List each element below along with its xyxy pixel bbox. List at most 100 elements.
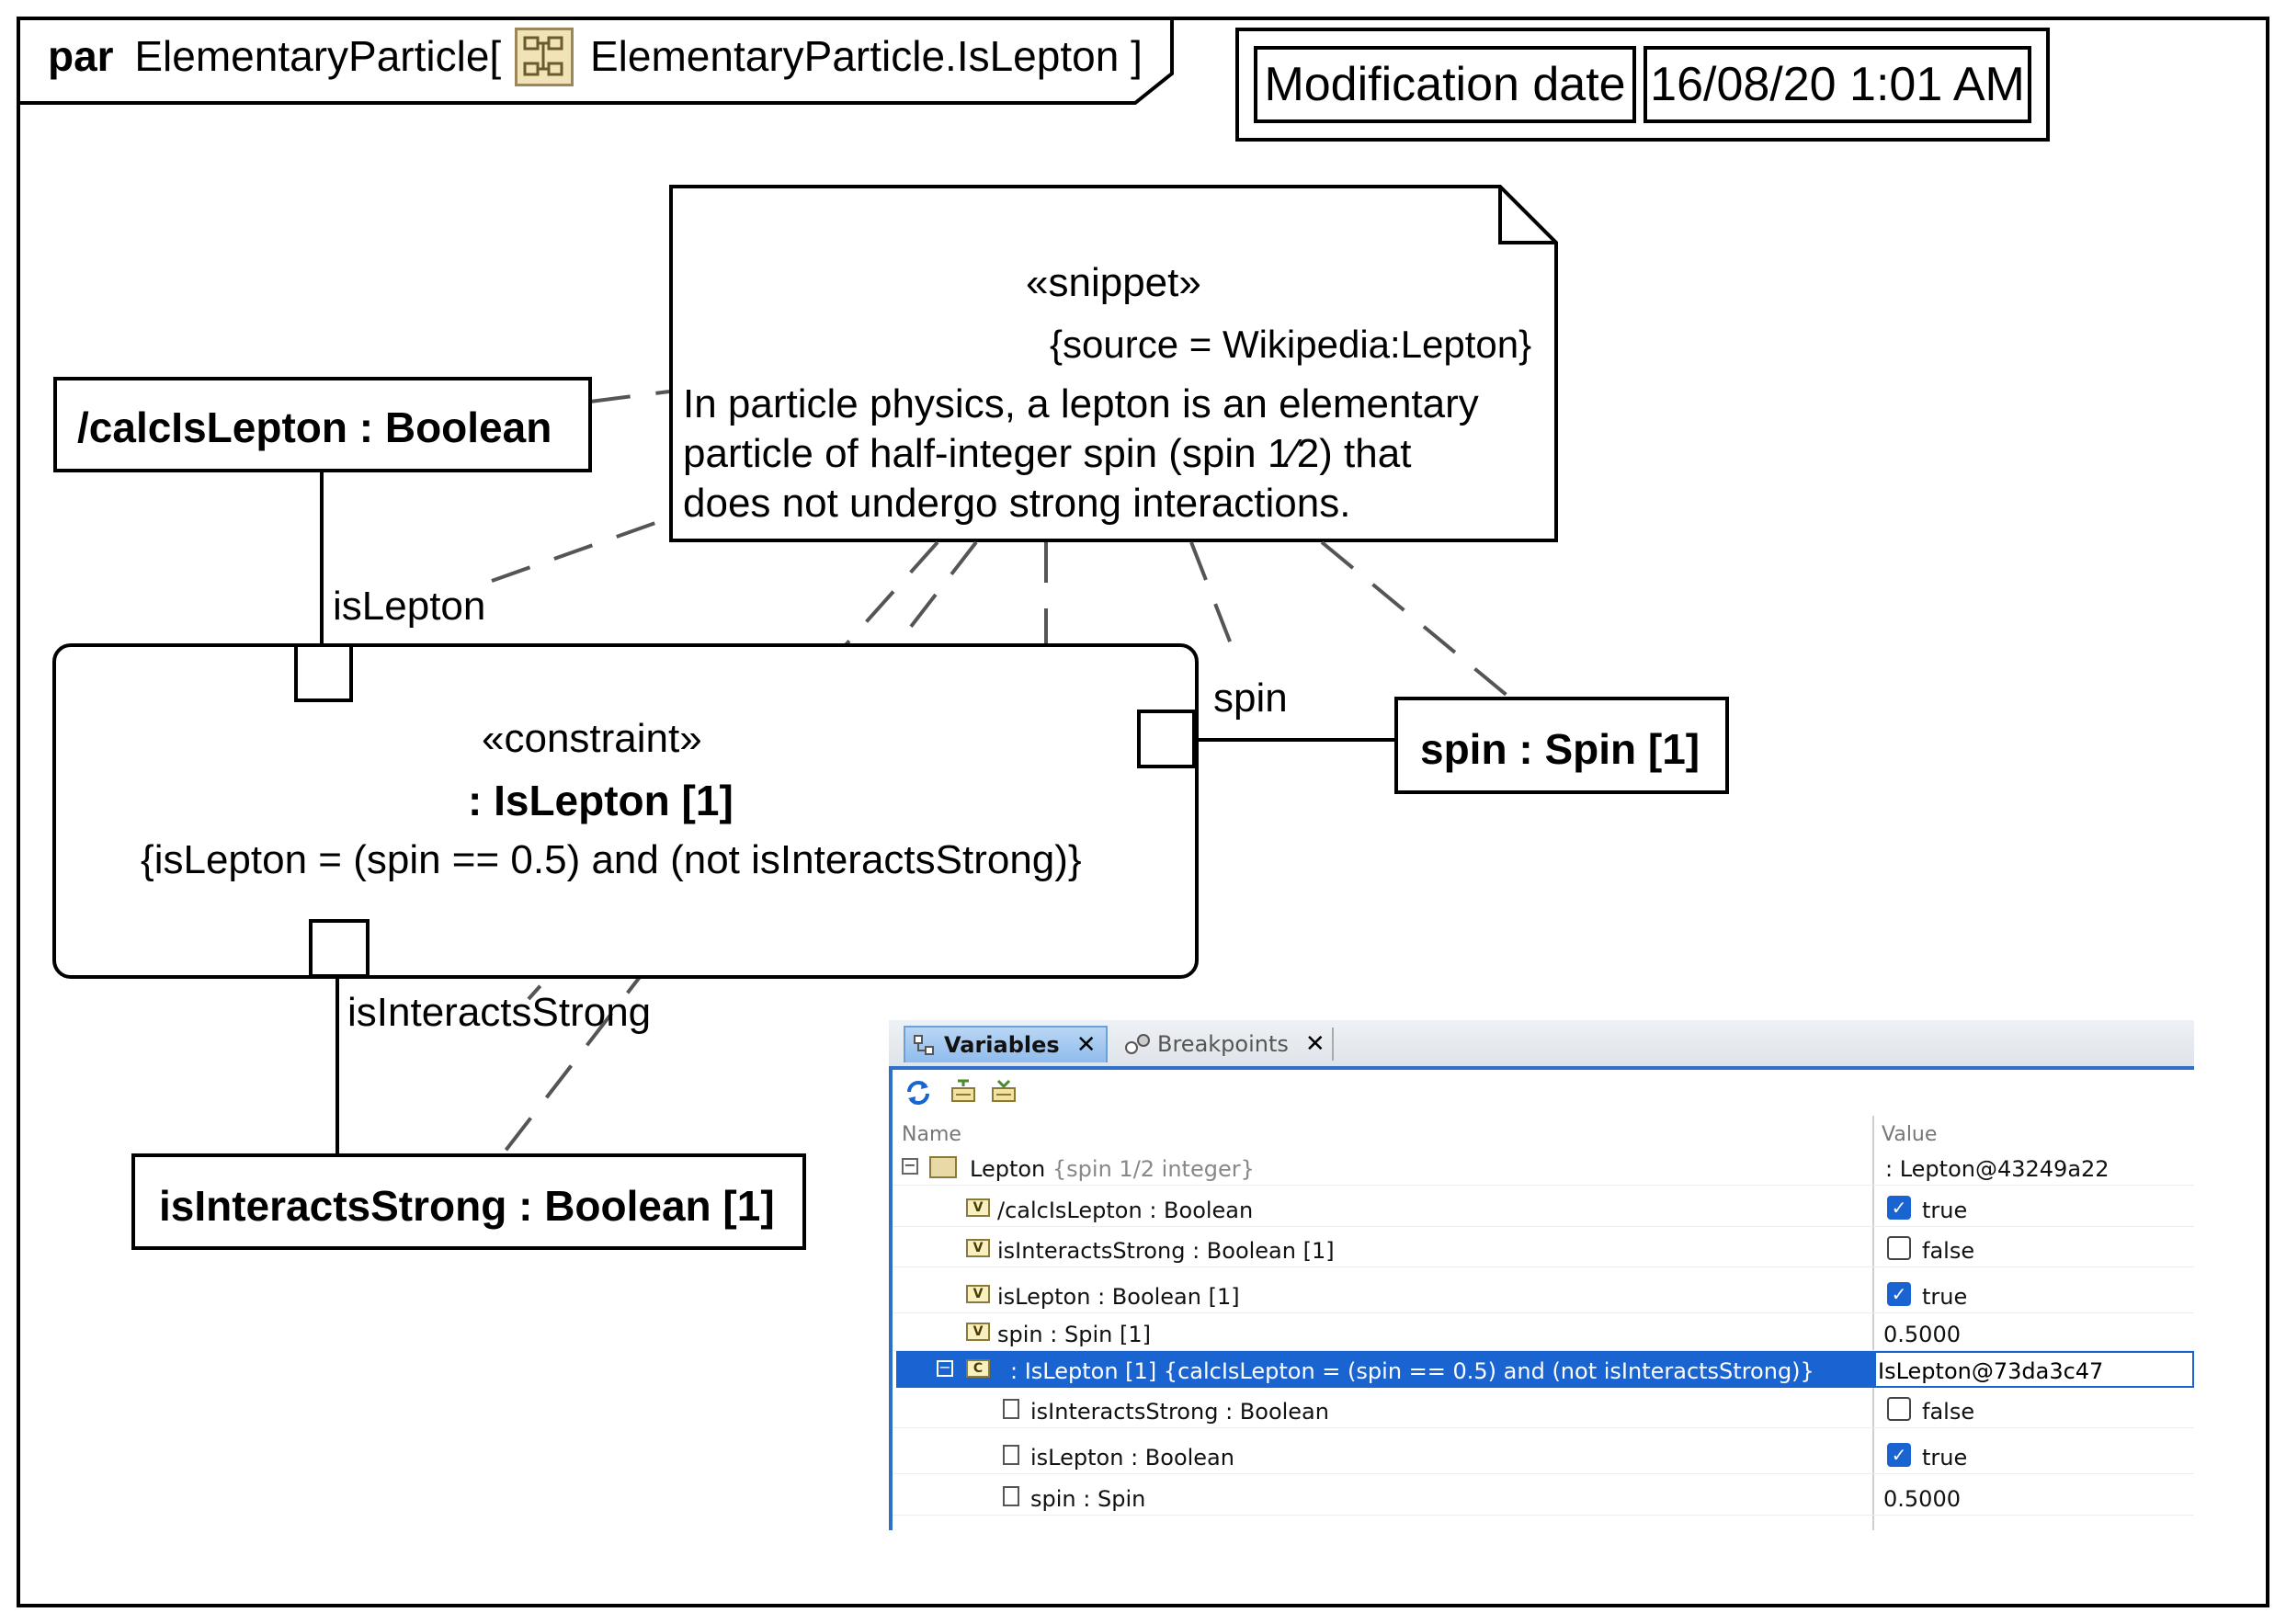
tree-row[interactable]: V isInteractsStrong : Boolean [1] false — [893, 1231, 2194, 1267]
modification-date-table: Modification date 16/08/20 1:01 AM — [1235, 28, 2050, 142]
tab-divider — [1332, 1028, 1334, 1061]
spin-property[interactable]: spin : Spin [1] — [1394, 697, 1729, 794]
tab-breakpoints-label: Breakpoints — [1157, 1031, 1289, 1057]
checkbox-checked-icon[interactable]: ✓ — [1887, 1282, 1911, 1306]
row-value: false — [1922, 1399, 1975, 1425]
is-interacts-strong-property[interactable]: isInteractsStrong : Boolean [1] — [131, 1153, 806, 1250]
value-property-icon: V — [966, 1323, 990, 1341]
calc-is-lepton-property[interactable]: /calcIsLepton : Boolean — [53, 377, 592, 472]
close-icon[interactable]: ✕ — [1304, 1030, 1325, 1058]
tab-variables-label: Variables — [944, 1032, 1060, 1058]
close-icon[interactable]: ✕ — [1075, 1031, 1097, 1059]
breakpoints-icon — [1124, 1033, 1152, 1055]
port-spin[interactable] — [1137, 710, 1196, 768]
connector-label-is-interacts-strong: isInteractsStrong — [347, 990, 652, 1035]
variables-panel: Variables ✕ Breakpoints ✕ — [889, 1020, 2194, 1530]
row-value: 0.5000 — [1883, 1322, 1961, 1347]
row-value-editor[interactable]: IsLepton@73da3c47 — [1874, 1351, 2194, 1388]
frame-name: ElementaryParticle[ — [134, 32, 502, 80]
anchor-to-spin-property — [1320, 540, 1509, 698]
snippet-note-border — [669, 185, 1558, 542]
checkbox-unchecked-icon[interactable] — [1887, 1397, 1911, 1421]
port-is-interacts-strong[interactable] — [309, 919, 370, 978]
checkbox-checked-icon[interactable]: ✓ — [1887, 1443, 1911, 1467]
snippet-note-fold — [1498, 187, 1556, 244]
checkbox-checked-icon[interactable]: ✓ — [1887, 1196, 1911, 1220]
row-value: true — [1922, 1284, 1968, 1310]
value-property-icon: V — [966, 1239, 990, 1257]
tree-row[interactable]: − Lepton {spin 1/2 integer} : Lepton@432… — [893, 1149, 2194, 1186]
constraint-stereotype: «constraint» — [482, 716, 702, 761]
tree-row[interactable]: V isLepton : Boolean [1] ✓ true — [893, 1277, 2194, 1313]
panel-toolbar — [889, 1070, 2194, 1116]
row-type: : Boolean [1] — [1098, 1284, 1240, 1310]
row-type: : Boolean — [1149, 1198, 1254, 1223]
diagram-frame — [17, 17, 2269, 1607]
variables-icon — [913, 1034, 937, 1056]
row-name: spin — [997, 1322, 1043, 1347]
anchor-to-calc — [589, 390, 670, 403]
port-is-lepton[interactable] — [294, 643, 353, 702]
constraint-property-icon: C — [966, 1359, 990, 1378]
value-property-icon: V — [966, 1198, 990, 1217]
column-separator[interactable] — [1872, 1116, 1874, 1530]
spin-property-label: spin : Spin [1] — [1420, 725, 1700, 773]
row-name: spin — [1030, 1486, 1076, 1512]
tab-variables[interactable]: Variables ✕ — [904, 1026, 1108, 1062]
calc-is-lepton-label: /calcIsLepton : Boolean — [77, 403, 552, 451]
row-name: isLepton — [997, 1284, 1091, 1310]
row-type: : Boolean — [1225, 1399, 1329, 1425]
tree-row[interactable]: isInteractsStrong : Boolean false — [893, 1391, 2194, 1428]
anchor-to-islepton-connector — [491, 516, 672, 583]
collapse-toggle-icon[interactable]: − — [902, 1158, 918, 1175]
row-name: /calcIsLepton — [997, 1198, 1143, 1223]
tree-row[interactable]: isLepton : Boolean ✓ true — [893, 1437, 2194, 1474]
column-header-name[interactable]: Name — [902, 1123, 961, 1146]
collapse-toggle-icon[interactable]: − — [937, 1360, 953, 1377]
parametric-diagram-icon[interactable] — [515, 28, 574, 86]
row-name: isInteractsStrong — [1030, 1399, 1219, 1425]
row-name: isInteractsStrong — [997, 1238, 1186, 1264]
frame-keyword: par — [48, 32, 114, 80]
variables-tree: Name Value − Lepton {spin 1/2 integer} :… — [889, 1116, 2194, 1530]
modification-date-value: 16/08/20 1:01 AM — [1643, 46, 2031, 123]
row-value: : Lepton@43249a22 — [1885, 1156, 2110, 1182]
tree-row[interactable]: spin : Spin 0.5000 — [893, 1479, 2194, 1516]
value-property-icon: V — [966, 1285, 990, 1303]
row-value: true — [1922, 1198, 1968, 1223]
row-value: false — [1922, 1238, 1975, 1264]
anchor-to-spin-connector — [1189, 541, 1234, 647]
row-name: isLepton — [1030, 1445, 1124, 1471]
row-name: Lepton — [970, 1156, 1046, 1182]
connector-label-spin: spin — [1213, 676, 1288, 721]
row-type: : Spin — [1083, 1486, 1146, 1512]
tree-row[interactable]: V /calcIsLepton : Boolean ✓ true — [893, 1190, 2194, 1227]
parameter-icon — [1003, 1486, 1019, 1506]
expand-icon[interactable] — [950, 1077, 977, 1108]
tree-row-selected[interactable]: − C : IsLepton [1] {calcIsLepton = (spin… — [896, 1351, 2194, 1388]
snippet-text-line: particle of half-integer spin (spin 1⁄2)… — [683, 431, 1412, 476]
panel-tab-bar: Variables ✕ Breakpoints ✕ — [889, 1020, 2194, 1070]
row-type: : Boolean [1] — [1192, 1238, 1335, 1264]
column-header-value[interactable]: Value — [1882, 1123, 1938, 1146]
snippet-text-line: In particle physics, a lepton is an elem… — [683, 381, 1479, 426]
row-type: : Spin [1] — [1050, 1322, 1151, 1347]
row-name: : IsLepton [1] {calcIsLepton = (spin == … — [1010, 1358, 1814, 1384]
anchor-to-interacts-connector — [527, 540, 939, 1001]
modification-date-label: Modification date — [1254, 46, 1636, 123]
constraint-name: : IsLepton [1] — [468, 777, 734, 824]
snippet-text-line: does not undergo strong interactions. — [683, 481, 1351, 526]
tab-breakpoints[interactable]: Breakpoints ✕ — [1117, 1026, 1325, 1062]
checkbox-unchecked-icon[interactable] — [1887, 1236, 1911, 1260]
refresh-icon[interactable] — [904, 1079, 933, 1110]
constraint-block[interactable]: «constraint» : IsLepton [1] {isLepton = … — [52, 643, 1199, 979]
tree-row[interactable]: V spin : Spin [1] 0.5000 — [893, 1314, 2194, 1351]
collapse-icon[interactable] — [990, 1077, 1018, 1108]
parameter-icon — [1003, 1399, 1019, 1419]
note-anchors — [491, 390, 1509, 1157]
frame-diagram-ref: ElementaryParticle.IsLepton ] — [590, 32, 1143, 80]
row-type: : Boolean — [1131, 1445, 1234, 1471]
snippet-stereotype: «snippet» — [1026, 260, 1201, 305]
